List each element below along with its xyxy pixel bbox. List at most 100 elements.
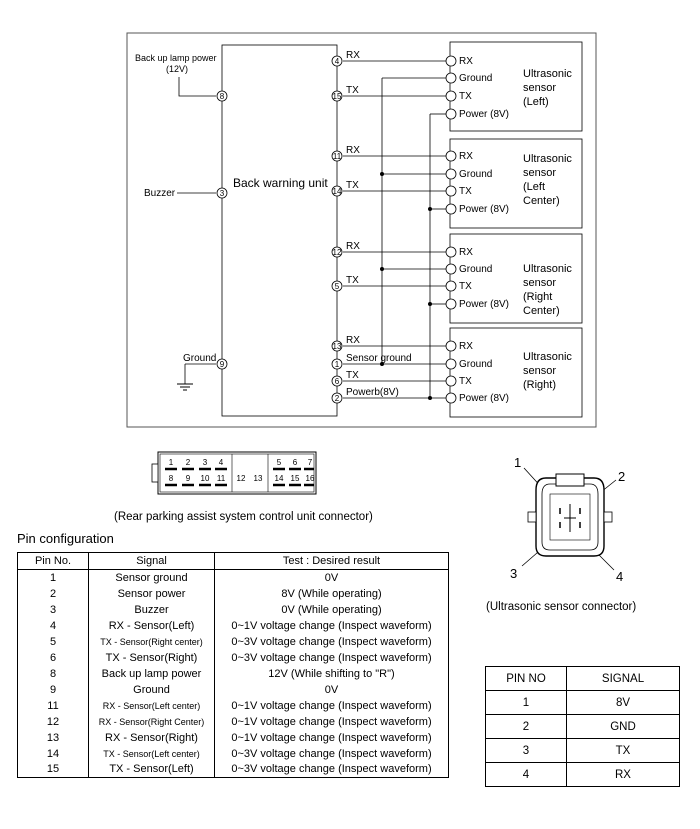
connector-pin-label: 7 [308,458,313,467]
sensor-pin: RX [445,150,473,162]
sensor-connector-pin: 1 [514,455,521,470]
cell-signal: TX - Sensor(Left center) [88,745,215,762]
svg-text:3: 3 [220,189,225,198]
connector-pin-label: 9 [186,474,191,483]
svg-text:8: 8 [220,92,225,101]
cell-result: 0~1V voltage change (Inspect waveform) [214,697,449,714]
connector-pin-label: 14 [275,474,284,483]
sensor-pin: Ground [445,168,492,180]
svg-text:Ultrasonic: Ultrasonic [523,263,572,275]
sensor-pin: Ground [445,358,492,370]
table-header-row: PIN NO SIGNAL [485,666,680,691]
svg-text:Power (8V): Power (8V) [459,204,509,215]
sensor-box [449,327,583,418]
sensor-pin: RX [445,55,473,67]
svg-text:TX: TX [346,370,359,381]
control-unit-connector-caption: (Rear parking assist system control unit… [114,511,373,523]
svg-text:(Left: (Left [523,181,545,193]
unit-pin: 8 [216,90,228,102]
connector-pin-label: 6 [293,458,298,467]
svg-text:Ultrasonic: Ultrasonic [523,351,572,363]
cell-result: 0V [214,569,449,586]
connector-pin-label: 10 [201,474,210,483]
sensor-connector-pin: 2 [618,469,625,484]
sensor-pin: Power (8V) [445,298,509,310]
cell-pin-no: 2 [17,585,89,602]
svg-text:5: 5 [335,282,340,291]
svg-text:Ultrasonic: Ultrasonic [523,68,572,80]
sensor-pin: TX [445,185,472,197]
svg-text:RX: RX [459,341,473,352]
svg-text:sensor: sensor [523,365,556,377]
svg-text:TX: TX [346,275,359,286]
svg-text:Ground: Ground [459,169,492,180]
cell-signal: RX - Sensor(Left) [88,617,215,634]
connector-pin-label: 16 [306,474,315,483]
connector-pin-label: 12 [237,474,246,483]
cell-signal: RX - Sensor(Right Center) [88,713,215,730]
connector-pin-label: 2 [186,458,191,467]
svg-text:11: 11 [333,152,342,161]
cell-signal: Ground [88,681,215,698]
cell-pin-no: 4 [17,617,89,634]
svg-text:RX: RX [459,151,473,162]
cell-pin-no: 1 [485,690,567,715]
cell-signal: 8V [566,690,680,715]
back-warning-unit-box [221,44,338,417]
wiring-diagram: Back warning unit Back up lamp power (12… [126,32,597,428]
cell-pin-no: 12 [17,713,89,730]
svg-text:9: 9 [220,360,225,369]
cell-signal: Back up lamp power [88,665,215,682]
cell-pin-no: 13 [17,729,89,746]
connector-pin-label: 13 [254,474,263,483]
cell-signal: Sensor power [88,585,215,602]
sensor-pin: Power (8V) [445,203,509,215]
wire-rx-left: 4RX [331,50,446,67]
buzzer-label: Buzzer [144,188,176,199]
connector-pin-label: 15 [291,474,300,483]
svg-text:1: 1 [335,360,340,369]
svg-text:RX: RX [346,335,360,346]
unit-label: Back warning unit [233,176,328,190]
svg-text:Center): Center) [523,195,560,207]
svg-text:sensor: sensor [523,167,556,179]
sensor-pin: Power (8V) [445,392,509,404]
sensor-pin: TX [445,280,472,292]
cell-pin-no: 5 [17,633,89,650]
connector-pin-label: 1 [169,458,174,467]
cell-pin-no: 15 [17,761,89,778]
col-header-result: Test : Desired result [214,552,449,570]
svg-text:TX: TX [459,186,472,197]
sensor-pin: TX [445,90,472,102]
sensor-box [449,233,583,324]
svg-text:Power (8V): Power (8V) [459,299,509,310]
ultrasonic-sensor-connector: 1 2 3 4 [510,455,625,584]
svg-text:Center): Center) [523,305,560,317]
cell-pin-no: 1 [17,569,89,586]
cell-result: 12V (While shifting to "R") [214,665,449,682]
cell-result: 0~1V voltage change (Inspect waveform) [214,617,449,634]
cell-pin-no: 8 [17,665,89,682]
connector-pin-label: 4 [219,458,224,467]
col-header-signal: Signal [88,552,215,570]
svg-text:(Right): (Right) [523,379,556,391]
svg-text:RX: RX [459,247,473,258]
cell-signal: RX - Sensor(Left center) [88,697,215,714]
cell-signal: TX [566,738,680,763]
svg-text:Ground: Ground [459,264,492,275]
sensor-pin: RX [445,246,473,258]
cell-result: 0~3V voltage change (Inspect waveform) [214,633,449,650]
control-unit-connector: 1 2 3 4 5 6 7 8 9 10 11 12 13 14 15 16 [151,451,317,495]
